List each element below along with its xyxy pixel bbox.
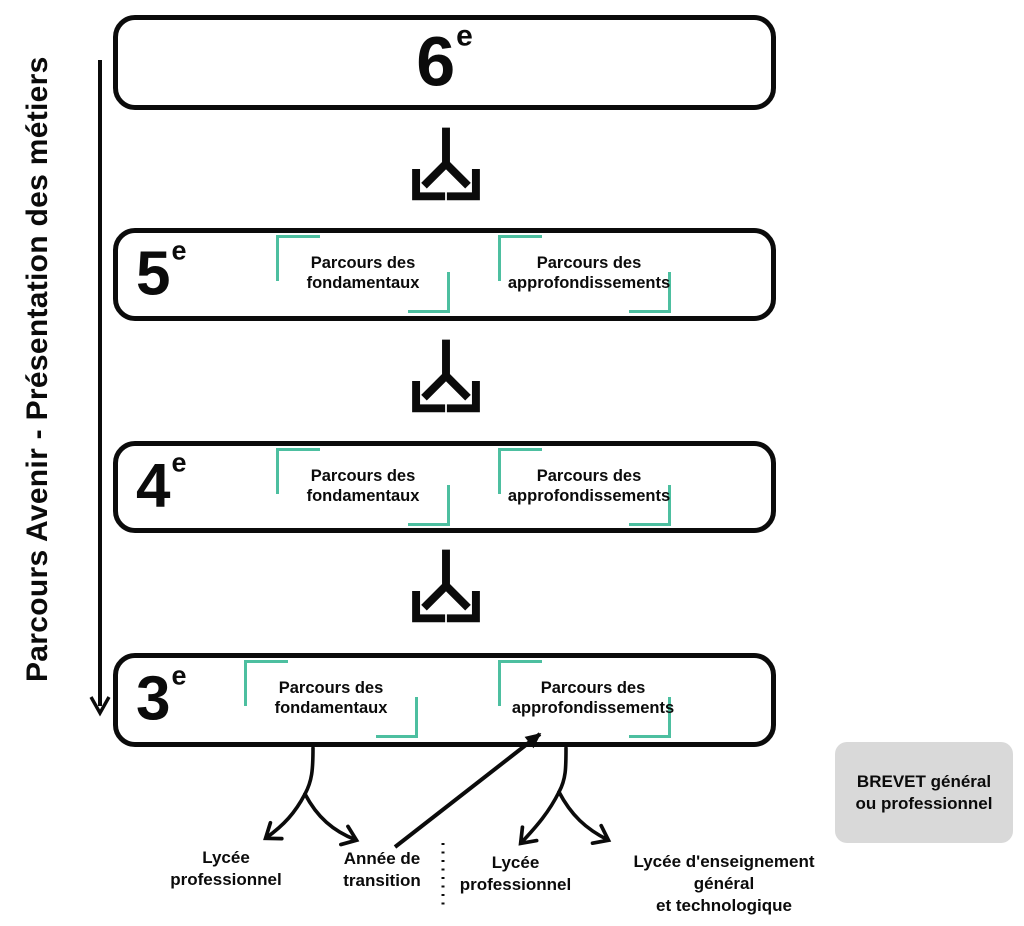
corner-bracket-icon xyxy=(244,660,288,706)
outcome-line: Année de xyxy=(343,849,421,868)
corner-bracket-icon xyxy=(498,448,542,494)
corner-bracket-icon xyxy=(276,448,320,494)
grade-ordinal-suffix: e xyxy=(456,19,473,53)
grade-ordinal-suffix: e xyxy=(171,660,187,691)
grade-number: 4 xyxy=(136,451,171,521)
track-fondamentaux: Parcours des fondamentaux xyxy=(268,253,458,293)
outcome-lycee-pro-left: Lycée professionnel xyxy=(141,847,311,891)
outcome-line: et technologique xyxy=(656,896,792,915)
fork-arrow-icon xyxy=(518,746,612,846)
track-label-line: fondamentaux xyxy=(306,274,420,292)
grade-number: 6 xyxy=(416,22,456,101)
corner-bracket-icon xyxy=(629,272,671,313)
diagram-title-vertical: Parcours Avenir - Présentation des métie… xyxy=(21,56,54,682)
outcome-line: professionnel xyxy=(170,870,282,889)
corner-bracket-icon xyxy=(629,697,671,738)
track-label-line: Parcours des xyxy=(540,679,646,697)
grade-ordinal-suffix: e xyxy=(171,447,187,478)
track-label-line: fondamentaux xyxy=(306,487,420,505)
track-label-line: Parcours des xyxy=(278,679,384,697)
brevet-badge: BREVET général ou professionnel xyxy=(835,742,1013,843)
corner-bracket-icon xyxy=(498,235,542,281)
split-arrow-icon xyxy=(402,123,490,215)
grade-number: 3 xyxy=(136,664,171,734)
brevet-line: BREVET général xyxy=(856,771,992,791)
brevet-line: ou professionnel xyxy=(855,793,993,813)
track-label-line: approfondissements xyxy=(511,699,675,717)
timeline-down-arrow-icon xyxy=(89,60,111,717)
outcome-annee-transition: Année de transition xyxy=(312,848,452,892)
outcome-lycee-pro-right: Lycée professionnel xyxy=(443,852,588,896)
track-fondamentaux: Parcours des fondamentaux xyxy=(268,466,458,506)
corner-bracket-icon xyxy=(276,235,320,281)
track-approfondissements: Parcours des approfondissements xyxy=(494,466,684,506)
outcome-line: général xyxy=(693,874,755,893)
track-label-line: Parcours des xyxy=(310,467,416,485)
outcome-line: professionnel xyxy=(459,875,572,894)
track-label-line: fondamentaux xyxy=(274,699,388,717)
track-label-line: approfondissements xyxy=(507,487,671,505)
track-label-line: Parcours des xyxy=(536,254,642,272)
corner-bracket-icon xyxy=(629,485,671,526)
corner-bracket-icon xyxy=(408,272,450,313)
transition-arrow-icon xyxy=(393,732,542,849)
track-label-line: Parcours des xyxy=(310,254,416,272)
grade-number: 5 xyxy=(136,238,171,308)
outcome-lycee-general-techno: Lycée d'enseignement général et technolo… xyxy=(618,851,830,917)
track-label-line: approfondissements xyxy=(507,274,671,292)
track-approfondissements: Parcours des approfondissements xyxy=(494,253,684,293)
track-label-line: Parcours des xyxy=(536,467,642,485)
outcome-line: Lycée xyxy=(491,853,540,872)
split-arrow-icon xyxy=(402,545,490,637)
corner-bracket-icon xyxy=(408,485,450,526)
grade-ordinal-suffix: e xyxy=(171,234,187,265)
corner-bracket-icon xyxy=(498,660,542,706)
outcome-line: Lycée xyxy=(202,848,250,867)
pathways-arrows xyxy=(263,732,612,909)
corner-bracket-icon xyxy=(376,697,418,738)
track-fondamentaux: Parcours des fondamentaux xyxy=(236,678,426,718)
outcome-line: transition xyxy=(343,871,421,890)
split-arrow-icon xyxy=(402,335,490,427)
outcome-line: Lycée d'enseignement xyxy=(633,852,815,871)
track-approfondissements: Parcours des approfondissements xyxy=(498,678,688,718)
fork-arrow-icon xyxy=(263,746,360,847)
